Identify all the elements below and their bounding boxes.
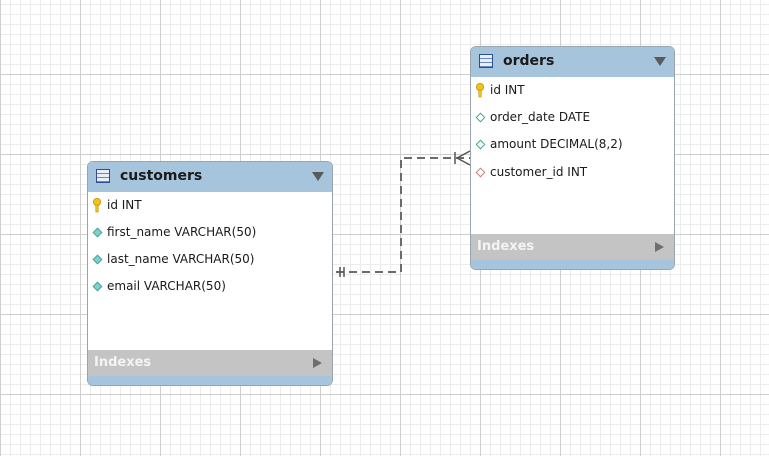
many-crowfoot-marker [454,150,471,166]
column-label: id INT [490,83,525,97]
column-label: first_name VARCHAR(50) [107,225,257,239]
collapse-arrow-icon[interactable] [312,172,324,181]
table-footer [88,376,332,385]
indexes-label: Indexes [94,355,152,370]
primary-key-icon [93,198,101,213]
indexes-section[interactable]: Indexes [88,350,332,377]
column-label: id INT [107,198,142,212]
collapse-arrow-icon[interactable] [654,57,666,66]
table-icon [479,54,493,68]
relationship-line [336,157,470,273]
expand-arrow-icon[interactable] [313,358,322,368]
column-label: customer_id INT [490,165,588,179]
table-footer [471,260,674,269]
table-icon [96,169,110,183]
table-title: customers [120,168,203,184]
nullable-diamond-icon [475,112,486,123]
nullable-diamond-icon [475,139,486,150]
column-label: last_name VARCHAR(50) [107,252,255,266]
column-label: amount DECIMAL(8,2) [490,137,623,151]
table-header[interactable]: orders [471,47,674,77]
not-null-diamond-icon [92,281,103,292]
foreign-key-diamond-icon [475,167,486,178]
table-header[interactable]: customers [88,162,332,192]
table-title: orders [503,53,555,69]
table-orders[interactable]: orders id INT order_date DATE amount DEC… [470,46,675,270]
column-label: email VARCHAR(50) [107,279,226,293]
indexes-section[interactable]: Indexes [471,234,674,261]
not-null-diamond-icon [92,254,103,265]
table-customers[interactable]: customers id INT first_name VARCHAR(50) … [87,161,333,386]
expand-arrow-icon[interactable] [655,242,664,252]
one-mandatory-marker [339,267,345,277]
primary-key-icon [476,83,484,98]
column-label: order_date DATE [490,110,591,124]
not-null-diamond-icon [92,227,103,238]
indexes-label: Indexes [477,239,535,254]
